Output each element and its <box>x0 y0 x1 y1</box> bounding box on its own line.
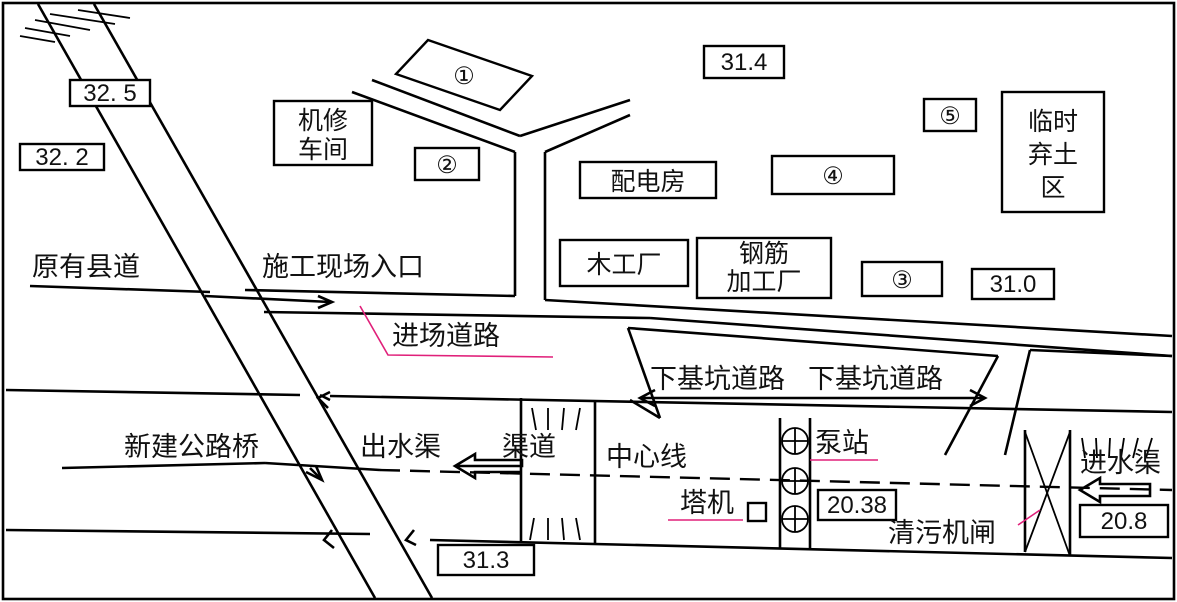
building-4 <box>770 154 896 196</box>
elevation-nw: 32. 5 <box>83 80 136 107</box>
new-bridge-label: 新建公路桥 <box>124 432 259 463</box>
building-3 <box>860 260 944 298</box>
repair-workshop-line2: 车间 <box>298 135 348 164</box>
channel-label: 渠道 <box>502 432 556 463</box>
elevation-w: 32. 2 <box>35 144 88 171</box>
elevation-box-nw <box>68 78 152 108</box>
building-1 <box>393 38 535 112</box>
elevation-box-north <box>702 44 786 80</box>
access-road-label: 进场道路 <box>392 321 500 352</box>
county-road-west-edge <box>29 284 211 294</box>
power-room-label: 配电房 <box>610 167 685 196</box>
old-county-road-label: 原有县道 <box>32 252 140 283</box>
label-leaders <box>359 305 1041 526</box>
channel-sections <box>519 398 1153 557</box>
marker-4: ④ <box>822 163 844 190</box>
elevation-pump: 20.38 <box>827 492 887 519</box>
elevation-box-w <box>18 142 106 172</box>
carpentry-shop <box>558 238 690 288</box>
entrance-arrow-shaft <box>204 294 331 304</box>
marker-5: ⑤ <box>939 103 961 130</box>
elevation-south: 31.3 <box>463 547 510 574</box>
temporary-spoil-area <box>1000 90 1106 214</box>
bridge-leader <box>61 461 266 470</box>
tower-crane-label: 塔机 <box>680 488 734 519</box>
pit-road-arrow <box>637 388 988 408</box>
outlet-flow-arrow <box>452 451 524 481</box>
marker-2: ② <box>436 152 458 179</box>
elevation-box-pump <box>816 488 898 522</box>
rebar-shop-line2: 加工厂 <box>726 267 801 296</box>
rebar-shop <box>695 236 833 300</box>
power-room <box>578 160 718 200</box>
centerline-label: 中心线 <box>606 442 687 473</box>
outlet-channel-label: 出水渠 <box>360 432 441 463</box>
elevation-box-inlet <box>1078 503 1170 539</box>
trash-gate-label: 清污机闸 <box>888 518 996 549</box>
elevation-north: 31.4 <box>721 49 768 76</box>
pump-station-label: 泵站 <box>815 428 869 459</box>
elevation-box-east <box>970 267 1056 301</box>
pit-road-label-right: 下基坑道路 <box>808 364 943 395</box>
elevation-inlet: 20.8 <box>1101 508 1148 535</box>
access-road <box>244 78 1173 358</box>
building-2 <box>413 146 481 182</box>
inlet-channel-label: 进水渠 <box>1080 448 1161 479</box>
repair-workshop-line1: 机修 <box>298 106 348 135</box>
centerline-dashed <box>379 468 1173 492</box>
entrance-arrow-head <box>317 294 336 310</box>
pump-units <box>781 427 809 533</box>
inlet-flow-arrow <box>1077 475 1152 505</box>
spoil-area-line2: 弃土 <box>1028 140 1078 169</box>
pit-road-label-left: 下基坑道路 <box>650 364 785 395</box>
channel-band <box>5 388 1173 560</box>
elevation-east: 31.0 <box>990 271 1037 298</box>
tower-crane-marker <box>746 501 768 523</box>
spoil-area-line1: 临时 <box>1028 107 1078 136</box>
building-5 <box>922 97 978 133</box>
repair-workshop <box>272 99 374 167</box>
site-entrance-label: 施工现场入口 <box>262 252 424 283</box>
carpentry-shop-label: 木工厂 <box>586 250 661 279</box>
marker-3: ③ <box>891 267 913 294</box>
centerline-west <box>264 461 381 472</box>
rebar-shop-line1: 钢筋 <box>739 239 789 268</box>
elevation-box-south <box>436 543 536 577</box>
marker-1: ① <box>453 63 475 90</box>
spoil-area-line3: 区 <box>1040 173 1065 202</box>
